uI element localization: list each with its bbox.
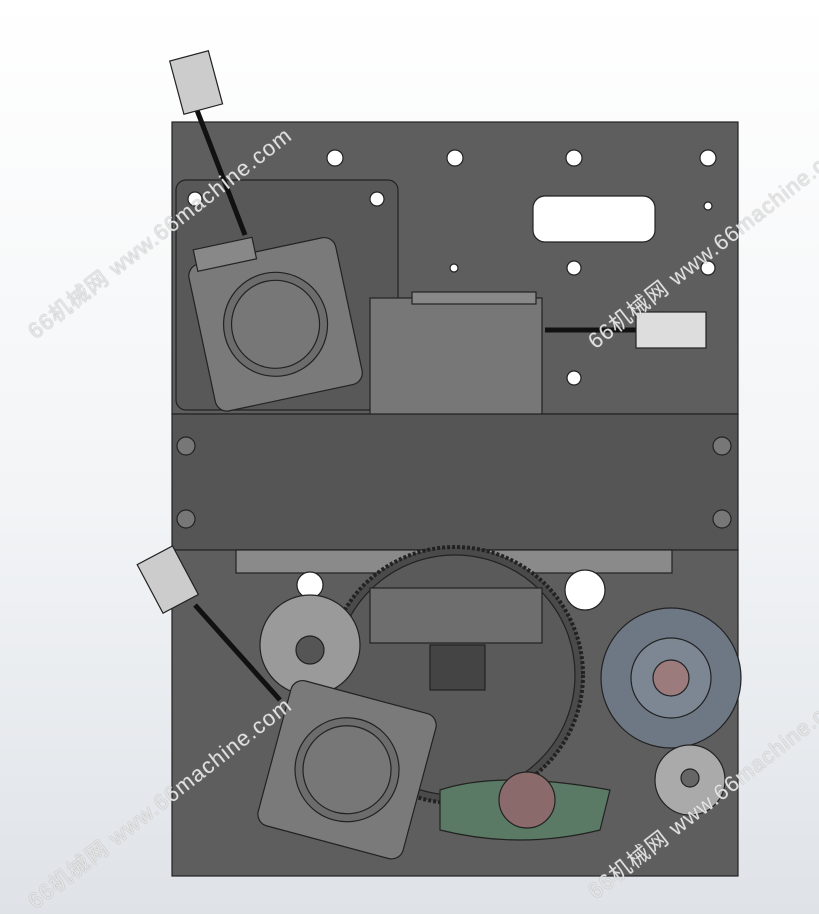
upper-motor-housing: [369, 291, 543, 415]
middle-band: [171, 413, 739, 551]
mounting-holes: [187, 149, 717, 386]
flange-hub: [600, 607, 742, 749]
side-connector: [545, 311, 707, 349]
belt: [439, 771, 611, 841]
tensioner: [654, 744, 726, 816]
upper-connector: [168, 50, 248, 236]
upper-stepper-motor: [188, 236, 363, 412]
lower-stepper-motor: [257, 679, 437, 860]
lower-connector: [136, 545, 282, 702]
band-screws: [176, 436, 732, 529]
roller: [259, 594, 361, 696]
slot-opening: [532, 195, 656, 243]
